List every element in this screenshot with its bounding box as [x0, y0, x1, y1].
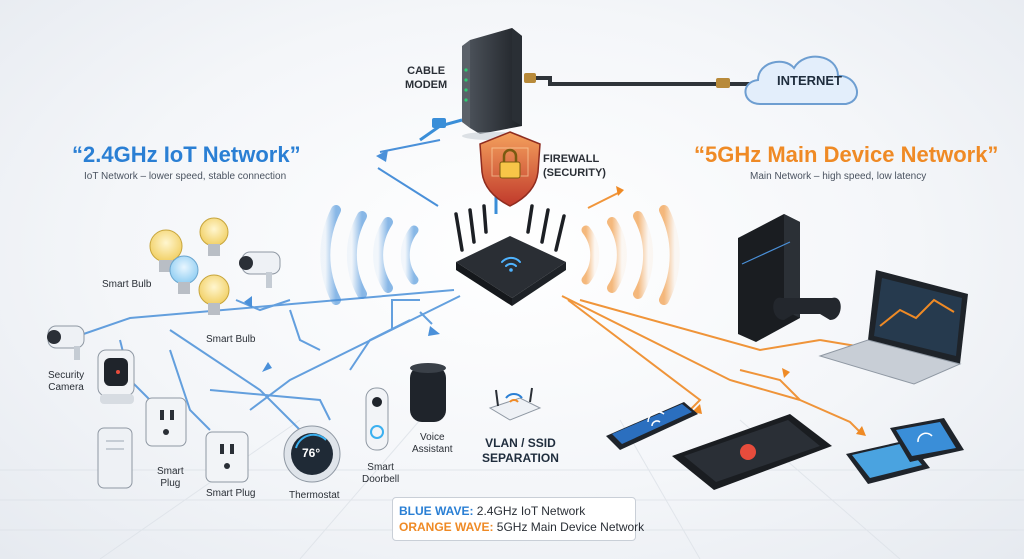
gamepad-icon — [773, 297, 841, 320]
camera-icon — [239, 251, 281, 288]
firewall-shield-icon — [479, 131, 541, 207]
internet-label: INTERNET — [777, 73, 842, 88]
modem-label-line1: CABLE — [407, 65, 446, 77]
smart-bulb-label-1: Smart Bulb — [102, 279, 152, 290]
iot-arrows — [244, 150, 440, 372]
smartphone-icon — [606, 402, 698, 450]
voice-assistant-label: Voice Assistant — [412, 432, 453, 456]
thermostat-reading: 76° — [302, 446, 321, 460]
thermostat-icon — [283, 425, 341, 483]
tablet-icon — [672, 414, 832, 490]
cloud-icon — [744, 55, 858, 105]
iot-network-subtitle: IoT Network – lower speed, stable connec… — [84, 171, 287, 182]
voice-assistant-label-line2: Assistant — [412, 444, 453, 455]
smart-plug-label-1-line1: Smart — [157, 466, 184, 477]
doorbell-label-line1: Smart — [367, 462, 394, 473]
voice-assistant-label-line1: Voice — [420, 432, 445, 443]
game-console-icon — [738, 214, 800, 342]
legend-blue-text: 2.4GHz IoT Network — [476, 504, 586, 518]
firewall-label-line1: FIREWALL — [543, 153, 600, 165]
doorbell-label: Smart Doorbell — [362, 462, 399, 486]
smart-plug-label-2: Smart Plug — [206, 488, 256, 499]
firewall-label: FIREWALL (SECURITY) — [543, 152, 606, 180]
router-small-icon — [97, 427, 133, 489]
coax-cable — [524, 73, 750, 88]
speaker-icon — [410, 363, 446, 422]
legend-blue-key: BLUE WAVE: — [399, 504, 474, 518]
modem-label-line2: MODEM — [405, 79, 448, 91]
laptop-icon — [818, 270, 968, 385]
cable-modem-icon — [462, 28, 522, 140]
iot-network-title: “2.4GHz IoT Network” — [72, 142, 301, 167]
access-point-icon — [488, 387, 542, 421]
security-camera-label-line2: Camera — [48, 382, 84, 393]
smart-plug-label-1-line2: Plug — [160, 478, 181, 489]
smartphone-icon — [890, 418, 964, 462]
legend-row-blue: BLUE WAVE: 2.4GHz IoT Network — [399, 504, 585, 518]
security-camera-label: Security Camera — [48, 370, 84, 394]
main-network-subtitle: Main Network – high speed, low latency — [750, 171, 927, 182]
iot-connection-lines — [71, 289, 461, 431]
smart-bulb-label-2: Smart Bulb — [206, 334, 256, 345]
plug-icon — [145, 397, 187, 447]
modem-label: CABLE MODEM — [405, 64, 447, 92]
thermostat-label: Thermostat — [289, 490, 340, 501]
main-network-title: “5GHz Main Device Network” — [694, 142, 999, 167]
orange-wave-5ghz — [581, 205, 680, 305]
legend-orange-key: ORANGE WAVE: — [399, 520, 494, 534]
legend-orange-text: 5GHz Main Device Network — [496, 520, 645, 534]
router-icon — [454, 204, 566, 306]
firewall-label-line2: (SECURITY) — [543, 167, 606, 179]
main-connection-lines — [561, 191, 881, 433]
vlan-label-line1: VLAN / SSID — [485, 436, 556, 450]
security-camera-label-line1: Security — [48, 370, 85, 381]
vlan-label-line2: SEPARATION — [482, 451, 559, 465]
doorbell-label-line2: Doorbell — [362, 474, 400, 485]
camera-icon — [47, 325, 85, 360]
sensor-hub-icon — [97, 349, 135, 404]
doorbell-icon — [365, 387, 389, 451]
legend-box: BLUE WAVE: 2.4GHz IoT Network ORANGE WAV… — [392, 497, 644, 541]
blue-wave-2-4ghz — [320, 205, 419, 305]
plug-icon — [205, 431, 249, 483]
bulb-icon — [149, 217, 230, 315]
vlan-separation-label: VLAN / SSID SEPARATION — [482, 436, 559, 466]
smart-plug-label-1: Smart Plug — [157, 466, 184, 490]
legend-row-orange: ORANGE WAVE: 5GHz Main Device Network — [399, 520, 644, 534]
